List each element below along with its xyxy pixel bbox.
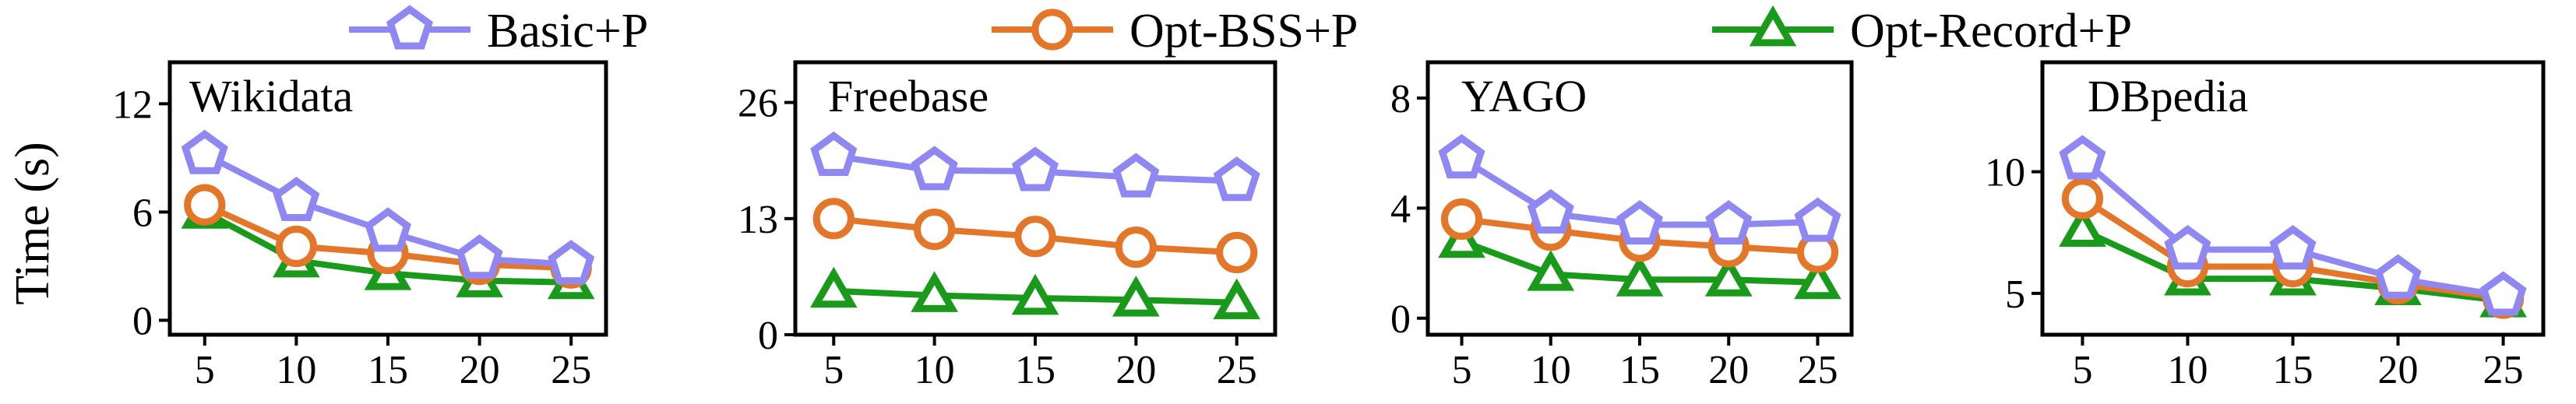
data-point	[911, 271, 959, 312]
series-basic-p	[2059, 135, 2527, 316]
panel-title: Freebase	[828, 71, 988, 121]
data-point	[812, 198, 855, 240]
x-tick-label: 20	[460, 348, 500, 392]
data-point	[1012, 146, 1059, 191]
data-point	[1011, 273, 1059, 315]
x-tick-label: 15	[1015, 348, 1055, 392]
x-tick-label: 10	[1531, 348, 1571, 392]
x-tick-label: 5	[1452, 348, 1472, 392]
x-tick-label: 25	[1797, 348, 1838, 392]
y-tick-label: 0	[758, 314, 778, 358]
data-point	[810, 266, 858, 308]
data-point	[2479, 271, 2527, 316]
x-tick-label: 15	[2273, 348, 2313, 392]
x-tick-label: 25	[1217, 348, 1257, 392]
series-opt-record-p	[810, 266, 1260, 320]
legend-item: Basic+P	[349, 5, 648, 58]
y-tick-label: 8	[1390, 77, 1411, 121]
y-tick-label: 26	[738, 82, 778, 126]
data-point	[1616, 200, 1663, 245]
panel-title: DBpedia	[2088, 71, 2248, 121]
y-tick-label: 0	[1390, 297, 1411, 342]
series-basic-p	[810, 131, 1260, 202]
y-tick-label: 12	[112, 83, 153, 127]
y-tick-label: 13	[738, 198, 778, 242]
legend-item: Opt-BSS+P	[992, 5, 1358, 58]
x-tick-label: 15	[368, 348, 408, 392]
data-point	[1616, 255, 1664, 297]
legend-label: Opt-Record+P	[1850, 5, 2132, 58]
y-tick-label: 5	[2005, 272, 2025, 317]
series-basic-p	[1438, 134, 1841, 245]
data-point	[810, 131, 858, 176]
data-point	[1705, 200, 1753, 245]
legend-marker-triangle	[1749, 5, 1797, 47]
data-point	[1794, 258, 1841, 300]
x-tick-label: 20	[2378, 348, 2419, 392]
data-point	[911, 146, 958, 191]
x-tick-label: 10	[914, 348, 955, 392]
x-tick-label: 25	[551, 348, 591, 392]
data-point	[1216, 231, 1258, 274]
x-tick-label: 15	[1619, 348, 1660, 392]
data-point	[365, 207, 411, 252]
data-point	[184, 184, 226, 226]
data-point	[1112, 153, 1160, 198]
data-point	[1527, 188, 1574, 234]
x-tick-label: 20	[1708, 348, 1749, 392]
data-point	[2059, 135, 2106, 180]
data-point	[2061, 177, 2104, 220]
data-point	[2059, 206, 2106, 247]
y-tick-label: 0	[132, 299, 153, 343]
panel-dbpedia: DBpedia 5 10 5 10 15 20 25	[1985, 60, 2546, 392]
y-tick-label: 10	[1985, 151, 2025, 195]
data-point	[1704, 255, 1753, 297]
x-tick-label: 5	[195, 348, 215, 392]
data-point	[914, 208, 956, 251]
data-point	[2164, 225, 2211, 270]
data-point	[275, 225, 317, 268]
data-point	[456, 234, 503, 279]
panel-yago: YAGO 0 4 8 5 10 15 20 25	[1390, 60, 1854, 392]
panel-wikidata: Wikidata 0 6 12 5 10 15 20 25	[112, 60, 608, 392]
legend-label: Opt-BSS+P	[1129, 5, 1358, 58]
y-axis-label: Time (s)	[6, 142, 59, 305]
data-point	[1794, 197, 1841, 242]
data-point	[1527, 250, 1575, 291]
data-point	[1014, 216, 1056, 258]
data-point	[2269, 225, 2317, 270]
x-tick-label: 5	[823, 348, 844, 392]
x-tick-label: 10	[2167, 348, 2208, 392]
data-point	[1213, 156, 1260, 202]
data-point	[548, 240, 595, 285]
legend-label: Basic+P	[487, 5, 648, 58]
data-point	[1438, 134, 1485, 179]
legend-marker-circle	[1031, 9, 1073, 51]
data-point	[2374, 254, 2422, 299]
series-opt-bss-p	[812, 198, 1258, 274]
series-basic-p	[181, 129, 595, 285]
data-point	[273, 176, 320, 221]
data-point	[1115, 226, 1157, 269]
data-point	[181, 129, 228, 174]
x-tick-label: 25	[2483, 348, 2524, 392]
data-point	[1213, 278, 1260, 320]
legend-marker-pentagon	[386, 5, 433, 50]
panel-freebase: Freebase 0 13 26 5 10 15 20 25	[738, 60, 1277, 392]
y-tick-label: 6	[132, 191, 153, 235]
data-point	[1112, 276, 1160, 317]
data-point	[1440, 198, 1483, 241]
x-tick-label: 10	[276, 348, 316, 392]
series-opt-record-p	[1438, 216, 1841, 300]
y-tick-label: 4	[1390, 187, 1411, 231]
legend: Basic+P Opt-BSS+P Opt-Record+P	[349, 5, 2132, 58]
legend-item: Opt-Record+P	[1712, 5, 2132, 58]
panel-title: Wikidata	[189, 71, 353, 121]
x-tick-label: 20	[1115, 348, 1156, 392]
panel-title: YAGO	[1461, 71, 1587, 121]
x-tick-label: 5	[2072, 348, 2092, 392]
